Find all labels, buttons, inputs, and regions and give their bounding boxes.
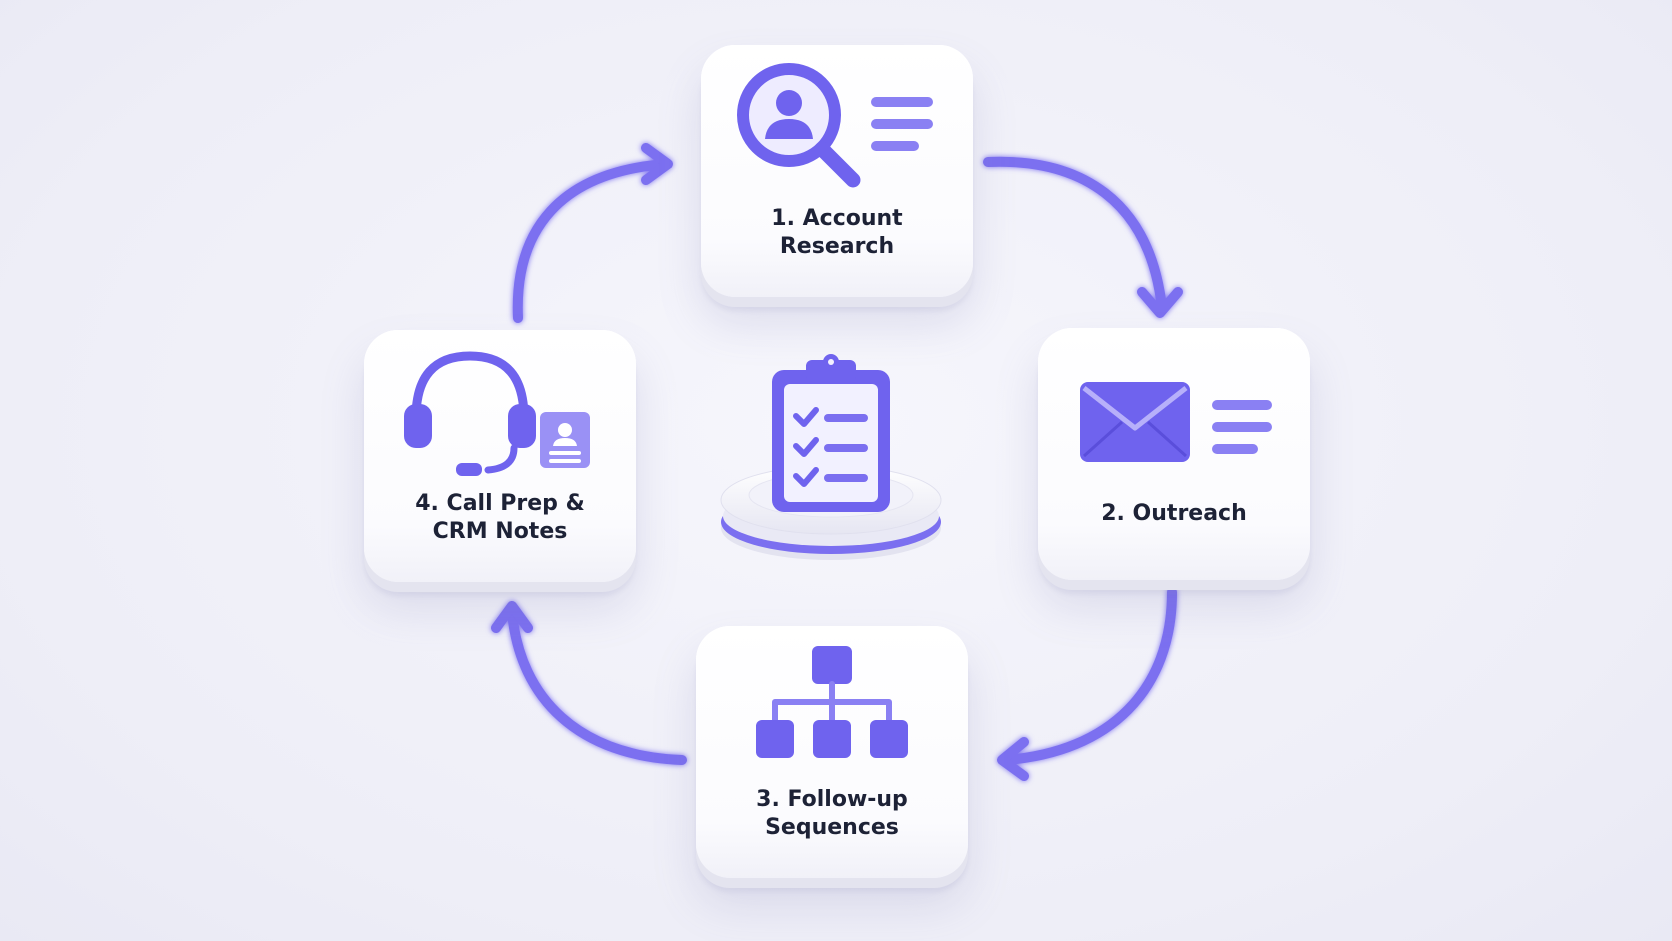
step-label-call-prep-crm-notes: 4. Call Prep & CRM Notes	[374, 490, 626, 546]
step-label-outreach: 2. Outreach	[1048, 500, 1300, 528]
arrow-callprep-to-research	[512, 159, 671, 323]
headset-icon	[404, 351, 590, 476]
arrowhead-followup	[997, 737, 1029, 781]
arrow-research-to-outreach	[983, 156, 1167, 313]
step-card-followup-sequences: 3. Follow-up Sequences	[696, 626, 968, 878]
label-line-1: 2. Outreach	[1101, 501, 1247, 526]
arrowhead-callprep	[491, 601, 533, 633]
step-label-account-research: 1. Account Research	[711, 205, 963, 261]
clipboard-checklist-icon	[720, 354, 942, 560]
arrowhead-research	[641, 143, 673, 185]
envelope-icon	[1080, 382, 1272, 462]
account-search-icon	[737, 63, 933, 188]
step-card-account-research: 1. Account Research	[701, 45, 973, 297]
arrow-outreach-to-followup	[1001, 587, 1177, 765]
label-line-2: Sequences	[765, 815, 899, 840]
step-label-followup-sequences: 3. Follow-up Sequences	[706, 786, 958, 842]
hierarchy-icon	[756, 646, 908, 758]
arrowhead-outreach	[1137, 287, 1183, 318]
label-line-1: 3. Follow-up	[756, 787, 908, 812]
label-line-2: CRM Notes	[432, 519, 568, 544]
label-line-2: Research	[779, 234, 895, 259]
label-line-1: 1. Account	[771, 206, 903, 231]
arrow-followup-to-callprep	[507, 607, 687, 765]
step-card-call-prep-crm-notes: 4. Call Prep & CRM Notes	[364, 330, 636, 582]
step-card-outreach: 2. Outreach	[1038, 328, 1310, 580]
label-line-1: 4. Call Prep &	[415, 491, 585, 516]
